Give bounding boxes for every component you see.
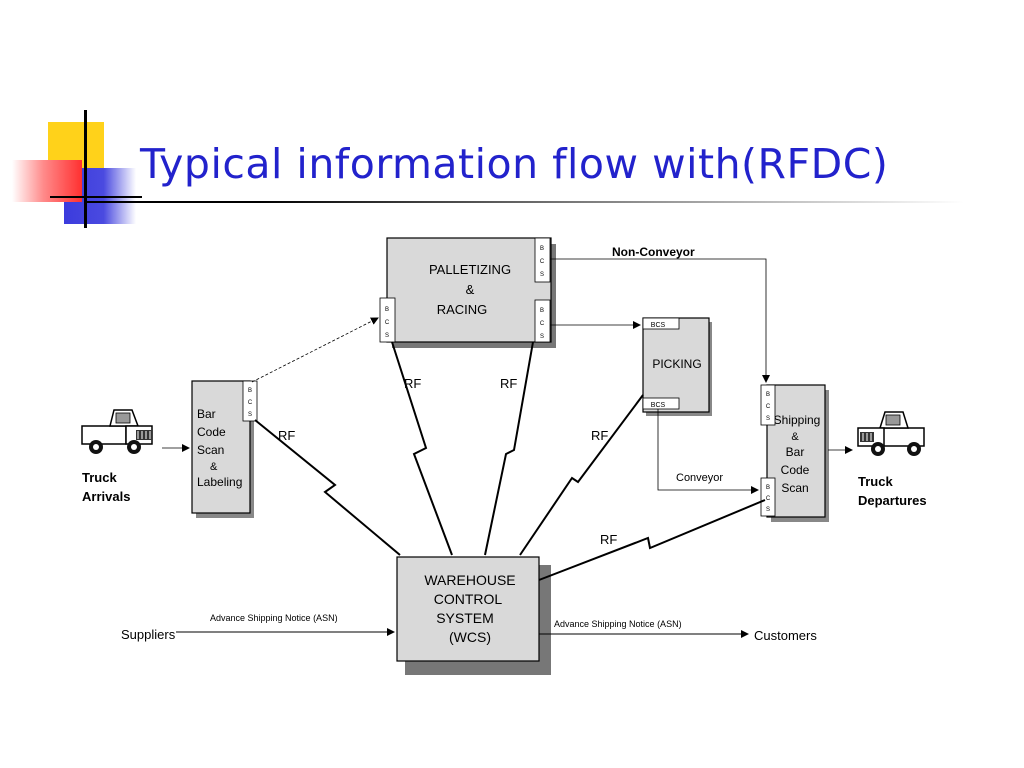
svg-text:B: B: [540, 246, 544, 252]
svg-text:S: S: [540, 334, 544, 340]
rf-label-palletizing-left: RF: [404, 376, 421, 391]
svg-text:C: C: [248, 400, 253, 406]
bcs-tag-barcode-station: B C S: [242, 380, 258, 422]
title-underline: [84, 201, 964, 203]
slide-title: Typical information flow with(RFDC): [140, 140, 889, 188]
rf-label-shipping: RF: [600, 532, 617, 547]
barcode-scan-labeling-box: Bar Code Scan & Labeling: [191, 380, 254, 518]
svg-text:S: S: [540, 272, 544, 278]
truck-arrivals-label-line1: Truck: [82, 470, 117, 485]
bcs-tag-palletizing-bottom-right: B C S: [534, 299, 551, 343]
asn-label-inbound: Advance Shipping Notice (ASN): [210, 613, 338, 623]
svg-text:S: S: [385, 333, 389, 339]
barcode-label-line1: Bar: [197, 407, 216, 421]
svg-text:B: B: [766, 485, 770, 491]
rf-link-palletizing-right: [484, 341, 534, 556]
svg-text:B: B: [248, 388, 252, 394]
svg-text:C: C: [540, 259, 545, 265]
svg-text:BCS: BCS: [651, 322, 666, 329]
picking-label: PICKING: [652, 357, 701, 371]
truck-arrivals-icon: [81, 409, 153, 454]
shipping-label-line1: Shipping: [774, 413, 821, 427]
svg-text:B: B: [540, 308, 544, 314]
palletizing-racing-box: PALLETIZING & RACING: [386, 237, 556, 348]
wcs-label-line1: WAREHOUSE: [424, 572, 515, 588]
shipping-barcode-scan-box: Shipping & Bar Code Scan: [766, 384, 829, 522]
truck-departures-label-line2: Departures: [858, 493, 927, 508]
svg-text:S: S: [248, 412, 252, 418]
flow-arrow-barcode-to-palletizing: [251, 317, 379, 383]
bcs-tag-palletizing-bottom-left: B C S: [379, 297, 396, 343]
suppliers-label: Suppliers: [121, 627, 176, 642]
truck-departures-icon: [857, 411, 925, 456]
wcs-box: WAREHOUSE CONTROL SYSTEM (WCS): [396, 556, 551, 675]
svg-text:B: B: [766, 392, 770, 398]
svg-text:B: B: [385, 307, 389, 313]
barcode-label-line3: Scan: [197, 443, 224, 457]
svg-text:BCS: BCS: [651, 402, 666, 409]
bcs-tag-picking-bottom: BCS: [642, 397, 680, 410]
horizontal-line-decoration: [50, 196, 142, 198]
rf-label-palletizing-right: RF: [500, 376, 517, 391]
bcs-tag-shipping-top: B C S: [760, 384, 776, 426]
shipping-label-line2: &: [791, 431, 799, 443]
bcs-tag-shipping-bottom: B C S: [760, 477, 776, 517]
shipping-label-line5: Scan: [781, 481, 808, 495]
rf-link-picking: [519, 394, 644, 556]
shipping-label-line3: Bar: [786, 445, 805, 459]
palletizing-label-line2: &: [466, 282, 475, 297]
wcs-label-line4: (WCS): [449, 629, 491, 645]
svg-text:S: S: [766, 507, 770, 513]
conveyor-flow-arrow: [657, 409, 759, 494]
barcode-label-line4: &: [210, 461, 218, 473]
barcode-label-line5: Labeling: [197, 475, 242, 489]
rf-link-shipping: [538, 499, 766, 581]
non-conveyor-flow-arrow: [550, 258, 770, 383]
shipping-label-line4: Code: [781, 463, 810, 477]
red-square-decoration: [12, 160, 82, 202]
svg-text:C: C: [766, 404, 771, 410]
rf-label-picking: RF: [591, 428, 608, 443]
conveyor-label: Conveyor: [676, 472, 723, 484]
palletizing-label-line3: RACING: [437, 302, 488, 317]
truck-arrivals-label-line2: Arrivals: [82, 489, 130, 504]
non-conveyor-label: Non-Conveyor: [612, 245, 695, 259]
palletizing-label-line1: PALLETIZING: [429, 262, 511, 277]
bcs-tag-palletizing-top-right: B C S: [534, 237, 551, 283]
truck-departures-label-line1: Truck: [858, 474, 893, 489]
barcode-label-line2: Code: [197, 425, 226, 439]
svg-text:C: C: [766, 496, 771, 502]
rf-link-palletizing-left: [391, 341, 453, 556]
svg-text:C: C: [540, 321, 545, 327]
wcs-label-line3: SYSTEM: [436, 610, 494, 626]
customers-label: Customers: [754, 628, 817, 643]
rf-label-barcode: RF: [278, 428, 295, 443]
wcs-label-line2: CONTROL: [434, 591, 503, 607]
rf-link-barcode-station: [254, 419, 401, 556]
asn-label-outbound: Advance Shipping Notice (ASN): [554, 619, 682, 629]
svg-text:C: C: [385, 320, 390, 326]
svg-text:S: S: [766, 416, 770, 422]
vertical-line-decoration: [84, 110, 87, 228]
bcs-tag-picking-top: BCS: [642, 317, 680, 330]
